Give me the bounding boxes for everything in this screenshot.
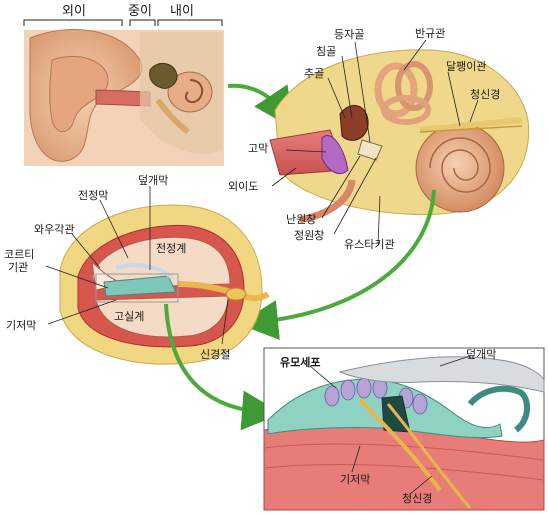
flow-arrow-1 [227,83,294,129]
label-basilar-membrane-mid: 기저막 [6,319,36,332]
hair-cells-group [324,377,428,415]
label-eardrum: 고막 [248,142,268,155]
label-tectorial-membrane-detail: 덮개막 [466,348,496,361]
label-oval-window: 정원창 [294,229,324,242]
label-round-window: 난원창 [286,213,316,226]
flow-arrow-2 [238,189,436,340]
label-scala-tympani: 고실계 [114,310,144,323]
panel3-leaders [45,186,229,345]
label-auditory-nerve-detail: 청신경 [402,492,432,505]
label-inner-ear: 내이 [170,4,194,19]
outer-ear-illustration [24,28,224,166]
label-organ-of-corti-line1: 코르티 [4,248,34,261]
semicircular-canals [374,61,433,125]
region-brackets [23,19,223,26]
label-scala-vestibuli: 전정계 [156,242,186,255]
flow-arrow-3 [164,303,282,431]
label-organ-of-corti: 코르티 기관 [4,248,38,274]
label-spiral-ganglion: 신경절 [200,348,230,361]
organ-of-corti-detail [263,347,545,511]
label-semicircular-canals: 반규관 [415,27,445,40]
label-eustachian-tube: 유스타키관 [344,238,395,251]
label-malleus: 추골 [304,67,324,80]
label-organ-of-corti-line2: 기관 [8,261,28,274]
label-outer-ear: 외이 [62,4,86,19]
panel2-leaders [271,39,479,245]
label-stapes: 등자골 [334,28,364,41]
label-incus: 침골 [316,45,336,58]
label-basilar-membrane-detail: 기저막 [340,473,370,486]
label-cochlea: 달팽이관 [446,60,486,73]
cochlea-cross-section [59,204,270,365]
label-hair-cells: 유모세포 [280,355,320,369]
label-tectorial-membrane-mid: 덮개막 [138,174,168,187]
panel4-leaders [309,355,471,495]
label-ear-canal: 외이도 [228,180,258,193]
middle-inner-ear-illustration [269,49,530,224]
label-vestibular-membrane: 전정막 [78,189,108,202]
label-cochlear-duct: 와우각관 [34,223,74,236]
label-middle-ear: 중이 [128,4,152,19]
label-auditory-nerve-top: 청신경 [470,88,500,101]
